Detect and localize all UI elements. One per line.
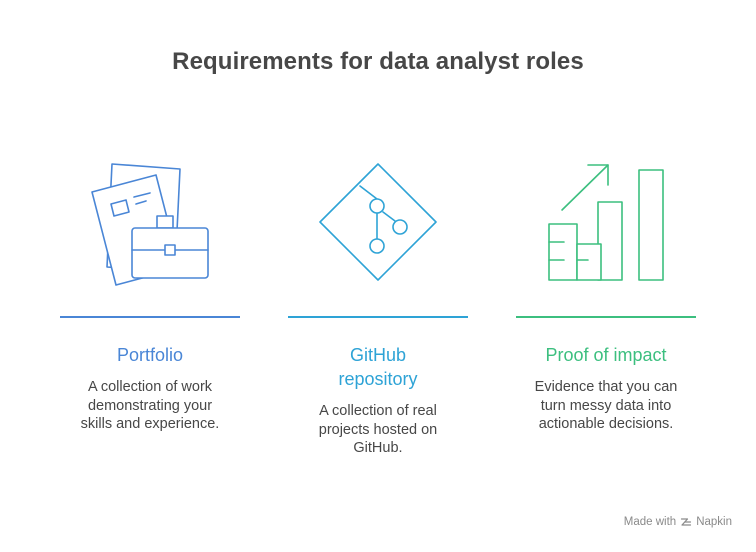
- github-heading: GitHub repository: [288, 343, 468, 391]
- impact-description-line: actionable decisions.: [538, 416, 674, 432]
- made-with-label: Made with: [623, 516, 677, 528]
- impact-description-line: Evidence that you can: [534, 379, 678, 395]
- made-with-napkin-footer: Made with Napkin: [624, 516, 732, 528]
- github-heading-line: repository: [338, 369, 418, 389]
- portfolio-description-line: demonstrating your: [87, 397, 213, 414]
- portfolio-description-line: skills and experience.: [80, 416, 220, 432]
- portfolio-description-line: A collection of work: [87, 379, 213, 395]
- github-description-line: projects hosted on: [318, 421, 438, 438]
- github-heading-line: GitHub: [349, 345, 407, 365]
- page-title: Requirements for data analyst roles: [172, 48, 584, 75]
- github-description: A collection of real projects hosted on …: [288, 402, 468, 458]
- portfolio-briefcase-icon: [60, 150, 240, 290]
- github-divider: [288, 316, 468, 318]
- github-description-line: GitHub.: [353, 440, 403, 456]
- portfolio-divider: [60, 316, 240, 318]
- git-branch-icon: [288, 150, 468, 290]
- napkin-logo-icon: [681, 518, 692, 526]
- github-description-line: A collection of real: [319, 403, 437, 419]
- napkin-brand-label: Napkin: [696, 516, 732, 528]
- impact-description: Evidence that you can turn messy data in…: [516, 378, 696, 434]
- growth-chart-icon: [516, 150, 696, 290]
- impact-description-line: turn messy data into: [540, 397, 672, 414]
- portfolio-heading: Portfolio: [116, 345, 184, 365]
- impact-heading: Proof of impact: [545, 345, 667, 365]
- portfolio-description: A collection of work demonstrating your …: [60, 378, 240, 434]
- impact-divider: [516, 316, 696, 318]
